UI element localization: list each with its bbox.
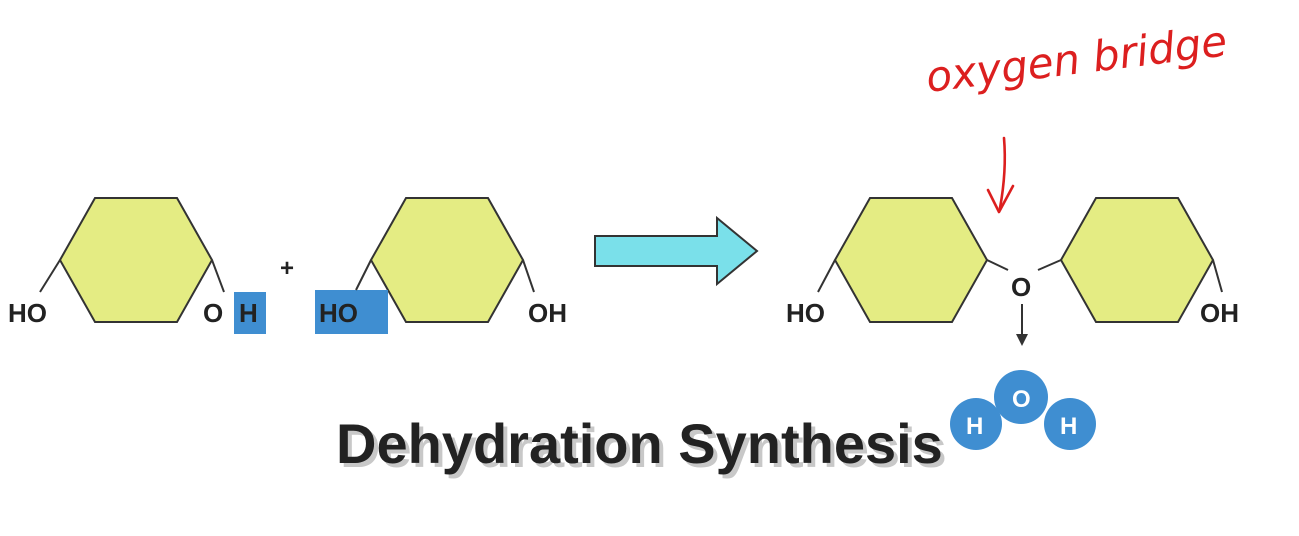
hydroxyl-right-label-product: OH	[1200, 298, 1239, 328]
product-ring-left	[833, 197, 989, 323]
reaction-arrow	[594, 215, 759, 287]
annotation-arrow-shaft	[998, 136, 1007, 210]
water-h-right-label: H	[1060, 413, 1077, 440]
highlight-h	[234, 292, 266, 334]
release-arrow-head	[1016, 334, 1028, 346]
oxygen-bridge-annotation: oxygen bridge	[923, 16, 1229, 102]
water-oxygen-atom	[994, 370, 1048, 424]
bond-oh-2	[522, 259, 535, 293]
reactant-molecule-2: HO OH	[315, 197, 567, 334]
reactant-molecule-1: HO O H	[8, 197, 266, 334]
product-ring-right	[1059, 197, 1215, 323]
water-molecule: O H H	[950, 370, 1096, 450]
annotation-arrow-head	[986, 184, 1015, 214]
bond-ho-product	[817, 259, 836, 293]
bond-bridge-left	[986, 259, 1009, 271]
hydroxyl-left-label-product: HO	[786, 298, 825, 328]
bond-ho-2	[355, 259, 372, 291]
sugar-ring-2	[369, 197, 525, 323]
water-h-left-label: H	[966, 413, 983, 440]
hydroxyl-right-label-2: OH	[528, 298, 567, 328]
hydroxyl-left-label-1: HO	[8, 298, 47, 328]
bond-oh-1	[211, 259, 225, 293]
water-hydrogen-atom-left	[950, 398, 1002, 450]
bond-ho-1	[39, 259, 61, 293]
hydrogen-highlighted-label: H	[239, 298, 258, 328]
bond-bridge-right	[1037, 259, 1062, 271]
title: Dehydration Synthesis	[336, 412, 943, 475]
sugar-ring-1	[58, 197, 214, 323]
water-hydrogen-atom-right	[1044, 398, 1096, 450]
water-o-label: O	[1012, 386, 1031, 413]
bond-oh-product	[1212, 259, 1223, 293]
hydroxyl-highlighted-label: HO	[319, 298, 358, 328]
highlight-ho	[315, 290, 388, 334]
product-molecule: HO O OH	[786, 197, 1239, 328]
plus-sign: +	[280, 255, 294, 282]
title-shadow: Dehydration Synthesis	[340, 416, 947, 479]
oxygen-label-1: O	[203, 298, 223, 328]
oxygen-bridge-label: O	[1011, 272, 1031, 302]
